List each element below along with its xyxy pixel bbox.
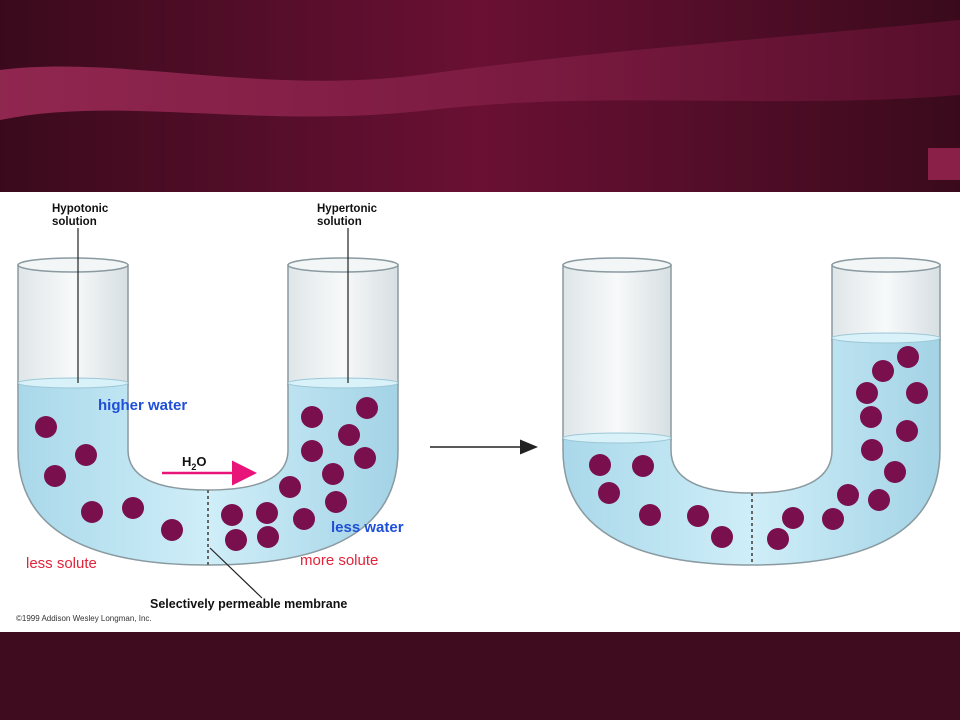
higher-water-label: higher water [98,397,187,414]
right-arm-rim [287,257,399,273]
solute-particle [161,519,183,541]
u-tube-after [562,257,941,566]
solute-particle [906,382,928,404]
membrane-leader-line [209,547,263,599]
left-water-surface-after [562,432,672,444]
solute-particle [822,508,844,530]
solute-particle [860,406,882,428]
solute-particle [856,382,878,404]
right-arm-rim-after [831,257,941,273]
solute-particle [338,424,360,446]
copyright-text: ©1999 Addison Wesley Longman, Inc. [16,614,152,623]
solute-particle [75,444,97,466]
left-arm-glass-after [562,264,672,441]
solute-particle [122,497,144,519]
right-arm-glass-after [831,264,941,341]
solute-particle [301,440,323,462]
solute-particle [293,508,315,530]
solute-particle [598,482,620,504]
hypotonic-label: Hypotonic [52,203,109,215]
slide-footer [0,632,960,720]
solute-particle [221,504,243,526]
solute-particle [632,455,654,477]
right-arm-glass [287,264,399,386]
solute-particles-before [35,397,378,551]
header-accent-block [928,148,960,180]
left-arm-rim-after [562,257,672,273]
right-water-surface [287,377,399,389]
solute-particle [354,447,376,469]
solute-particle [225,529,247,551]
solute-particle [872,360,894,382]
solute-particle [711,526,733,548]
slide-header [0,0,960,192]
solute-particle [639,504,661,526]
solute-particle [897,346,919,368]
left-arm-rim [17,257,129,273]
solute-particle [279,476,301,498]
solute-particle [257,526,279,548]
more-solute-label: more solute [300,552,378,569]
hypotonic-label-line2: solution [52,216,97,228]
membrane-label: Selectively permeable membrane [150,597,347,611]
right-water-surface-after [831,332,941,344]
header-wave [0,20,960,120]
solute-particle [322,463,344,485]
solute-particle [868,489,890,511]
solute-particle [35,416,57,438]
less-water-label: less water [331,519,404,536]
solute-particle [44,465,66,487]
less-solute-label: less solute [26,555,97,572]
solute-particles-after [589,346,928,550]
solute-particle [896,420,918,442]
hypertonic-label: Hypertonic [317,203,378,215]
solute-particle [301,406,323,428]
water-flow-label: H2O [182,454,207,472]
solute-particle [356,397,378,419]
u-tube-before [17,228,399,599]
left-water-surface [17,377,129,389]
left-arm-glass [17,264,129,386]
solute-particle [861,439,883,461]
hypertonic-label-line2: solution [317,216,362,228]
solute-particle [782,507,804,529]
solute-particle [589,454,611,476]
solute-particle [256,502,278,524]
solute-particle [687,505,709,527]
solute-particle [884,461,906,483]
solute-particle [767,528,789,550]
solute-particle [837,484,859,506]
solute-particle [81,501,103,523]
solute-particle [325,491,347,513]
